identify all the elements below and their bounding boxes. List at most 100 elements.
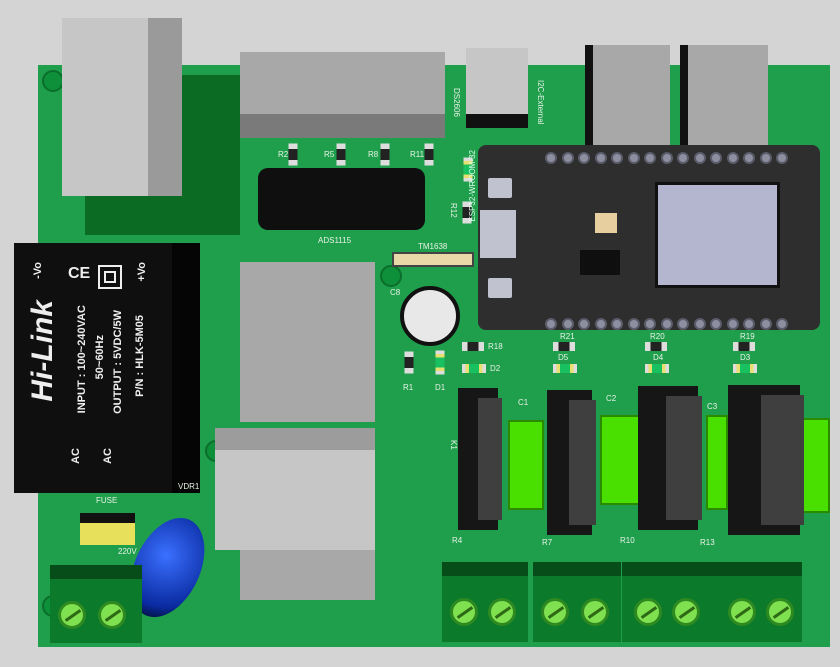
relay-terminal: [240, 550, 375, 600]
power-relay: [240, 262, 375, 422]
label-c2: C2: [606, 394, 617, 403]
label-r19: R19: [740, 332, 755, 341]
header-pin: [759, 318, 772, 330]
label-d1: D1: [435, 383, 446, 392]
header-pin: [611, 152, 623, 164]
voltage-regulator: [580, 250, 620, 275]
resistor-r2: [288, 143, 298, 166]
resistor-r21: [553, 342, 575, 351]
hilink-output: OUTPUT : 5VDC/5W: [112, 310, 124, 414]
terminal-relay-4: [710, 562, 802, 642]
label-r8: R8: [368, 150, 379, 159]
relay: [728, 385, 804, 535]
resistor-r5: [336, 143, 346, 166]
hilink-ac1: AC: [70, 448, 82, 464]
label-r20: R20: [650, 332, 665, 341]
label-r2: R2: [278, 150, 289, 159]
relay: [547, 390, 596, 535]
header-pin: [594, 152, 607, 164]
label-r10: R10: [620, 536, 635, 545]
label-r13: R13: [700, 538, 715, 547]
hilink-power-module: [14, 243, 200, 493]
header-pin: [545, 152, 557, 164]
header-pin: [710, 152, 722, 164]
led-d4: [645, 364, 669, 373]
label-k1: K1: [449, 440, 458, 450]
resistor-r1: [404, 351, 414, 374]
header-pin: [611, 318, 623, 330]
label-d2: D2: [490, 364, 501, 373]
label-c1: C1: [518, 398, 529, 407]
label-esp32: ESP32-WROOM-32: [468, 150, 477, 222]
label-r5: R5: [324, 150, 335, 159]
header-pin: [660, 152, 673, 164]
boot-button[interactable]: [488, 178, 512, 198]
header-pin: [578, 152, 590, 164]
terminal-relay-1: [442, 562, 528, 642]
header-pin: [776, 152, 788, 164]
hilink-part: P/N : HLK-5M05: [134, 315, 146, 397]
hilink-logo: Hi-Link: [26, 300, 59, 402]
led-d1: [435, 350, 445, 375]
mounting-hole: [42, 70, 64, 92]
led-d2: [462, 364, 486, 373]
label-i2c: I2C-External: [536, 80, 545, 125]
label-r21: R21: [560, 332, 575, 341]
relay: [638, 386, 702, 530]
hilink-ac2: AC: [102, 448, 114, 464]
resistor-r19: [733, 342, 755, 351]
label-ads1115: ADS1115: [318, 236, 352, 245]
label-c3: C3: [707, 402, 718, 411]
ethernet-jack: [62, 18, 182, 196]
label-vdr1: VDR1: [178, 482, 200, 491]
label-tm1638: TM1638: [418, 242, 448, 251]
capacitor-c1: [508, 420, 544, 510]
label-r18: R18: [488, 342, 503, 351]
label-d4: D4: [653, 353, 664, 362]
header-pin: [561, 152, 574, 164]
audio-jack: [585, 45, 670, 150]
led-d3: [733, 364, 757, 373]
reset-button[interactable]: [488, 278, 512, 298]
terminal-relay-2: [533, 562, 621, 642]
capacitor-c8: [400, 286, 460, 346]
capacitor-c2: [600, 415, 640, 505]
hilink-vo-plus: +Vo: [136, 262, 148, 282]
header-pin: [693, 318, 706, 330]
capacitor-c3: [706, 415, 728, 510]
tantalum-cap: [595, 213, 617, 233]
header-pin: [627, 152, 640, 164]
ads1115-module: [258, 168, 425, 230]
resistor-r8: [380, 143, 390, 166]
header-pin: [693, 152, 706, 164]
audio-jack: [680, 45, 768, 150]
esp32-wroom-module: [655, 182, 780, 288]
header-pin: [561, 318, 574, 330]
header-pin: [594, 318, 607, 330]
header-pin: [644, 152, 656, 164]
label-d3: D3: [740, 353, 751, 362]
relay: [458, 388, 502, 530]
ce-mark: CE: [68, 265, 91, 282]
usb-port[interactable]: [480, 210, 516, 258]
header-pin: [644, 318, 656, 330]
resistor-r18: [462, 342, 484, 351]
header-pin: [545, 318, 557, 330]
resistor-r11: [424, 143, 434, 166]
label-220v: 220V: [118, 547, 137, 556]
header-pin: [677, 152, 689, 164]
terminal-220v: [50, 565, 142, 643]
tm1638-header: [392, 252, 474, 267]
header-pin: [710, 318, 722, 330]
double-insulation-symbol: [98, 265, 122, 289]
label-r1: R1: [403, 383, 414, 392]
led-d5: [553, 364, 577, 373]
header-pin: [677, 318, 689, 330]
label-ds: DS2606: [452, 88, 461, 117]
hilink-input: INPUT : 100~240VAC: [76, 305, 88, 414]
header-pin: [627, 318, 640, 330]
hilink-freq: 50~60Hz: [94, 335, 106, 380]
label-r4: R4: [452, 536, 463, 545]
resistor-r20: [645, 342, 667, 351]
power-relay-body: [215, 428, 375, 550]
